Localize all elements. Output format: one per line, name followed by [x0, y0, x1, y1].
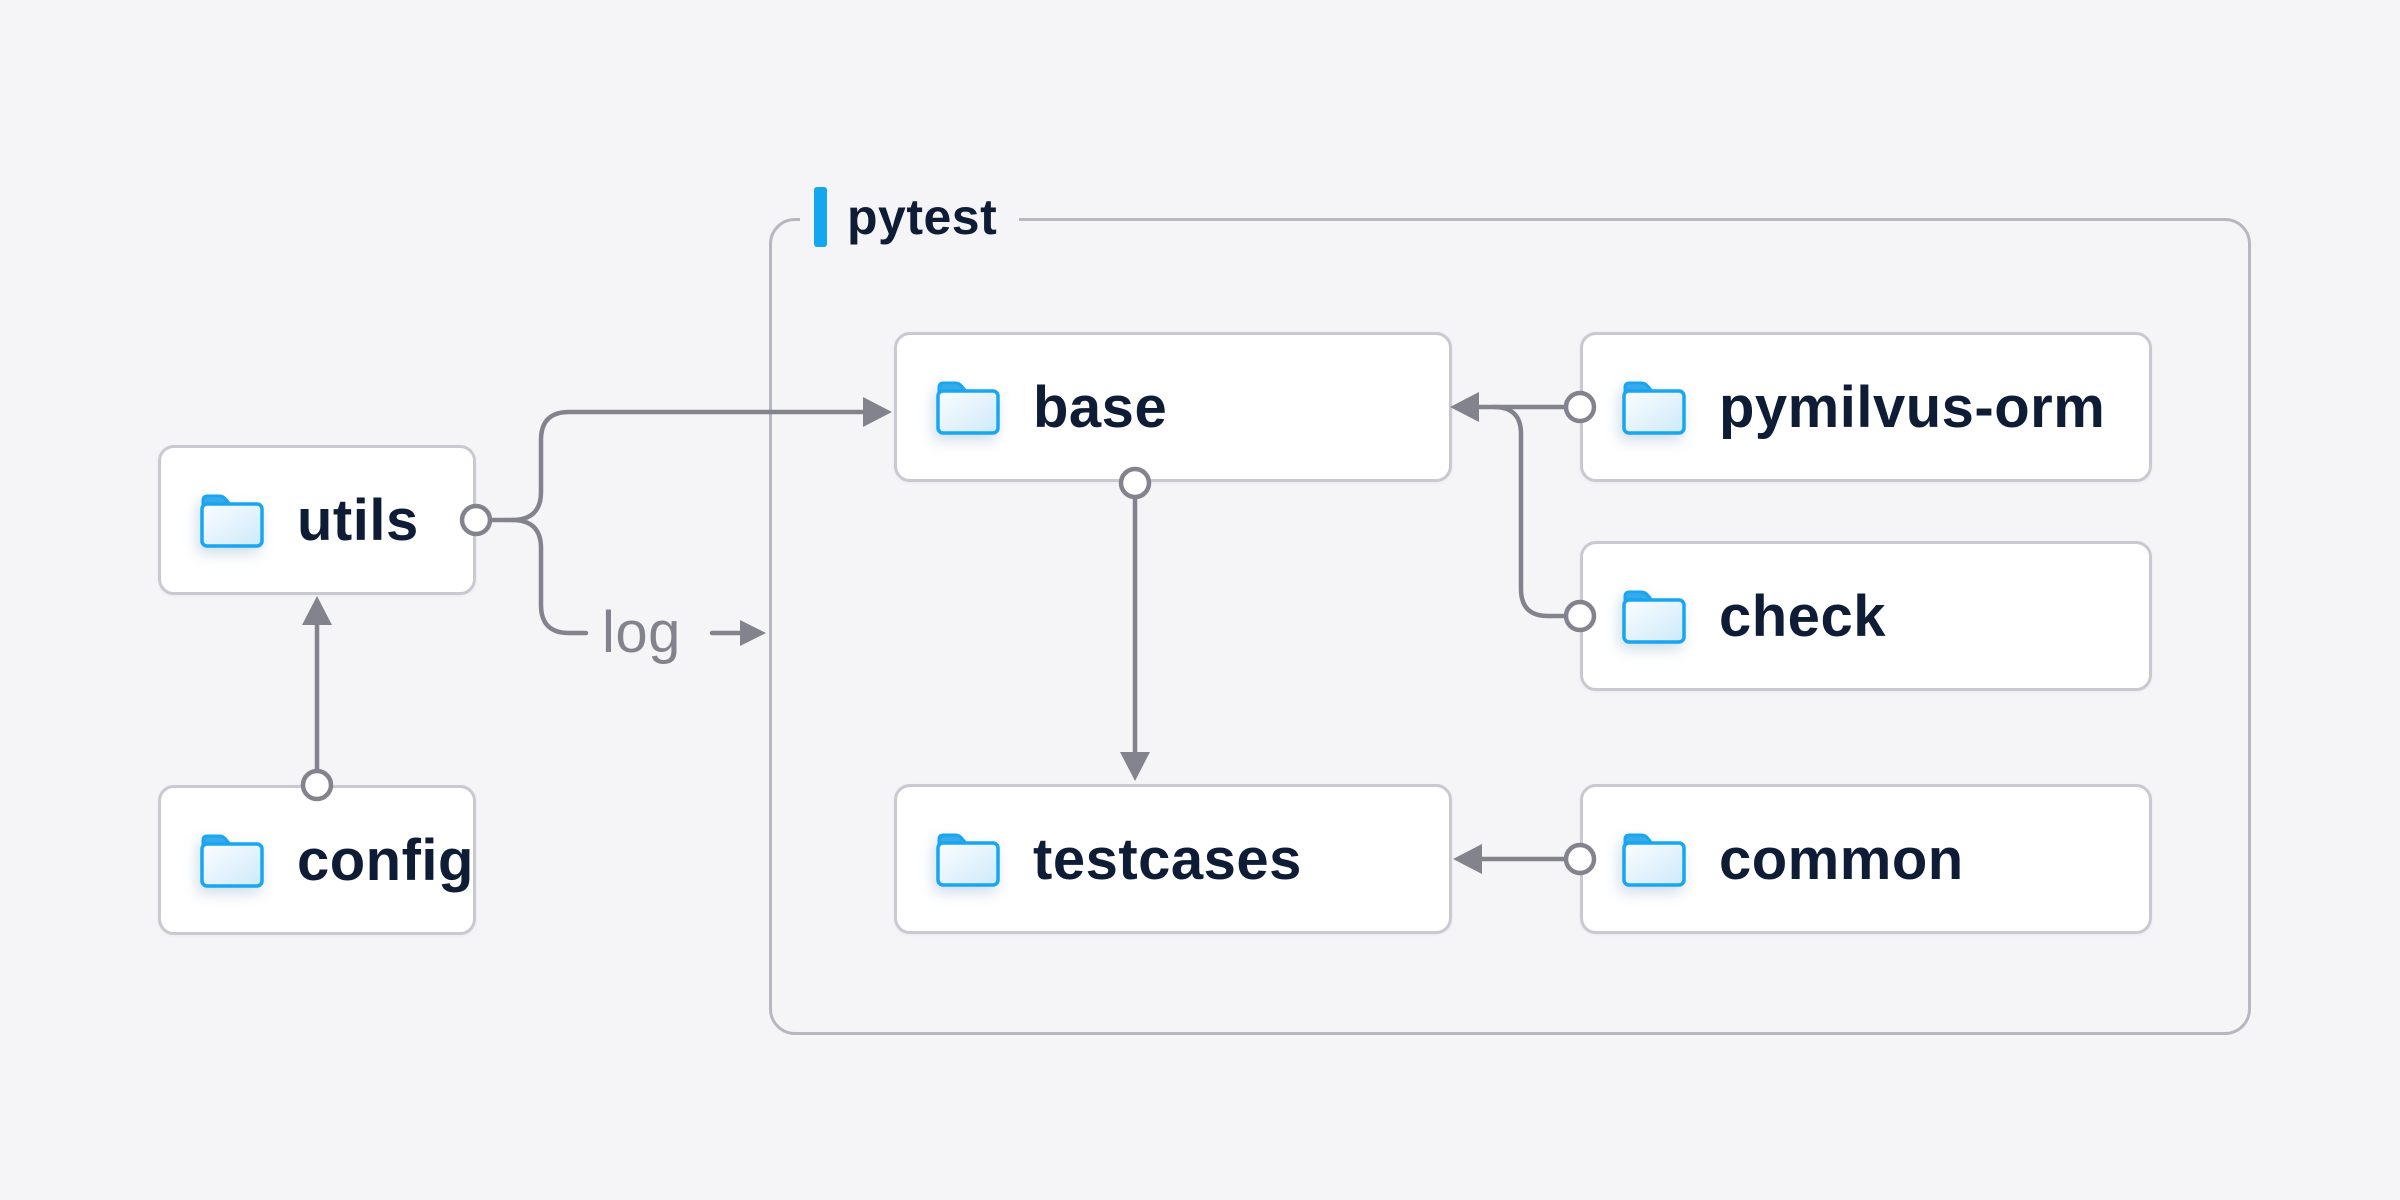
node-config: config [158, 785, 476, 935]
node-base: base [894, 332, 1452, 482]
container-title: pytest [847, 189, 998, 245]
arrowhead-up-icon [302, 596, 332, 625]
folder-icon [1622, 381, 1686, 435]
node-label: base [1033, 374, 1168, 440]
node-label: pymilvus-orm [1719, 374, 2106, 440]
folder-icon [936, 381, 1000, 435]
node-pymilvus-orm: pymilvus-orm [1580, 332, 2152, 482]
node-utils: utils [158, 445, 476, 595]
node-testcases: testcases [894, 784, 1452, 934]
node-common: common [1580, 784, 2152, 934]
pytest-container-label: pytest [800, 186, 1020, 248]
log-annotation: log [602, 600, 681, 665]
node-label: utils [297, 487, 419, 553]
edge-config-utils [300, 596, 334, 802]
accent-bar-icon [814, 187, 827, 247]
folder-icon [1622, 590, 1686, 644]
arrowhead-right-icon [740, 620, 766, 646]
folder-icon [200, 834, 264, 888]
pytest-container [769, 218, 2251, 1035]
folder-icon [936, 833, 1000, 887]
node-label: config [297, 827, 474, 893]
folder-icon [200, 494, 264, 548]
folder-icon [1622, 833, 1686, 887]
node-label: check [1719, 583, 1886, 649]
node-label: testcases [1033, 826, 1302, 892]
node-label: common [1719, 826, 1964, 892]
node-check: check [1580, 541, 2152, 691]
edge-utils-log [509, 517, 589, 636]
log-arrow-icon [709, 620, 766, 646]
